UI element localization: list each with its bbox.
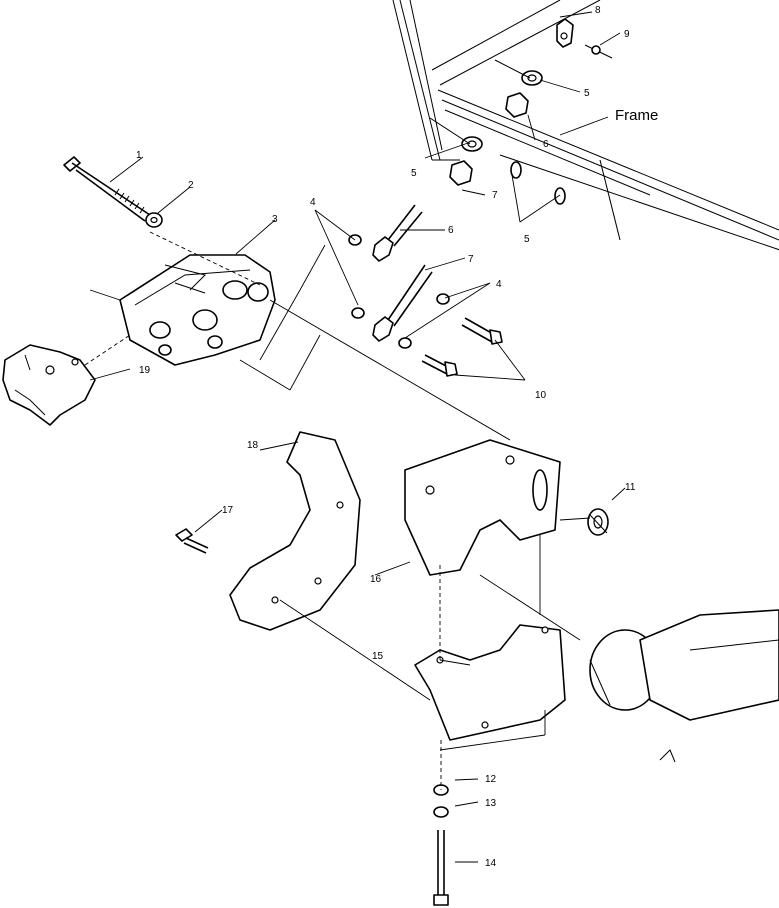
callout-5b: 5: [411, 168, 417, 179]
callout-12: 12: [485, 774, 497, 785]
callout-8: 8: [595, 5, 601, 16]
callout-1: 1: [136, 150, 142, 161]
callout-10: 10: [535, 390, 547, 401]
callout-14: 14: [485, 858, 497, 869]
link-rod-6: [372, 204, 423, 262]
callout-16: 16: [370, 574, 382, 585]
callout-15: 15: [372, 651, 384, 662]
callout-18: 18: [247, 440, 259, 451]
callout-3: 3: [272, 214, 278, 225]
frame-label: Frame: [615, 107, 658, 124]
bolt-17: [175, 528, 209, 554]
callout-4a: 4: [310, 197, 316, 208]
callout-7b: 7: [468, 254, 474, 265]
bolt-14: [433, 830, 449, 906]
callout-4b: 4: [496, 279, 502, 290]
callout-9: 9: [624, 29, 630, 40]
spacer-11: [587, 508, 609, 536]
frame-structure: [392, 0, 779, 241]
callout-labels: 1 2 3 4 4 5 5 5 6 6 7 7 8 9 10 11 12 13 …: [136, 5, 658, 869]
link-rod-7: [372, 264, 433, 342]
callout-6b: 6: [448, 225, 454, 236]
leader-lines: [84, 11, 626, 863]
washers-4: [348, 234, 450, 349]
washer-2: [145, 212, 163, 228]
callout-13: 13: [485, 798, 497, 809]
bracket-15: [414, 624, 566, 741]
callout-5a: 5: [584, 88, 590, 99]
bolts-10: [421, 317, 503, 377]
callout-11: 11: [625, 482, 636, 493]
callout-5c: 5: [524, 234, 530, 245]
bracket-16: [404, 439, 561, 576]
bolt-1: [63, 156, 151, 222]
brake-disc-18: [229, 431, 361, 631]
callout-19: 19: [139, 365, 151, 376]
brake-pad-19: [2, 344, 96, 426]
callout-7a: 7: [492, 190, 498, 201]
callout-6a: 6: [543, 139, 549, 150]
callout-2: 2: [188, 180, 194, 191]
callout-17: 17: [222, 505, 234, 516]
caliper-3: [119, 254, 276, 366]
frame-hardware: [429, 18, 779, 251]
axle-housing: [589, 609, 779, 763]
